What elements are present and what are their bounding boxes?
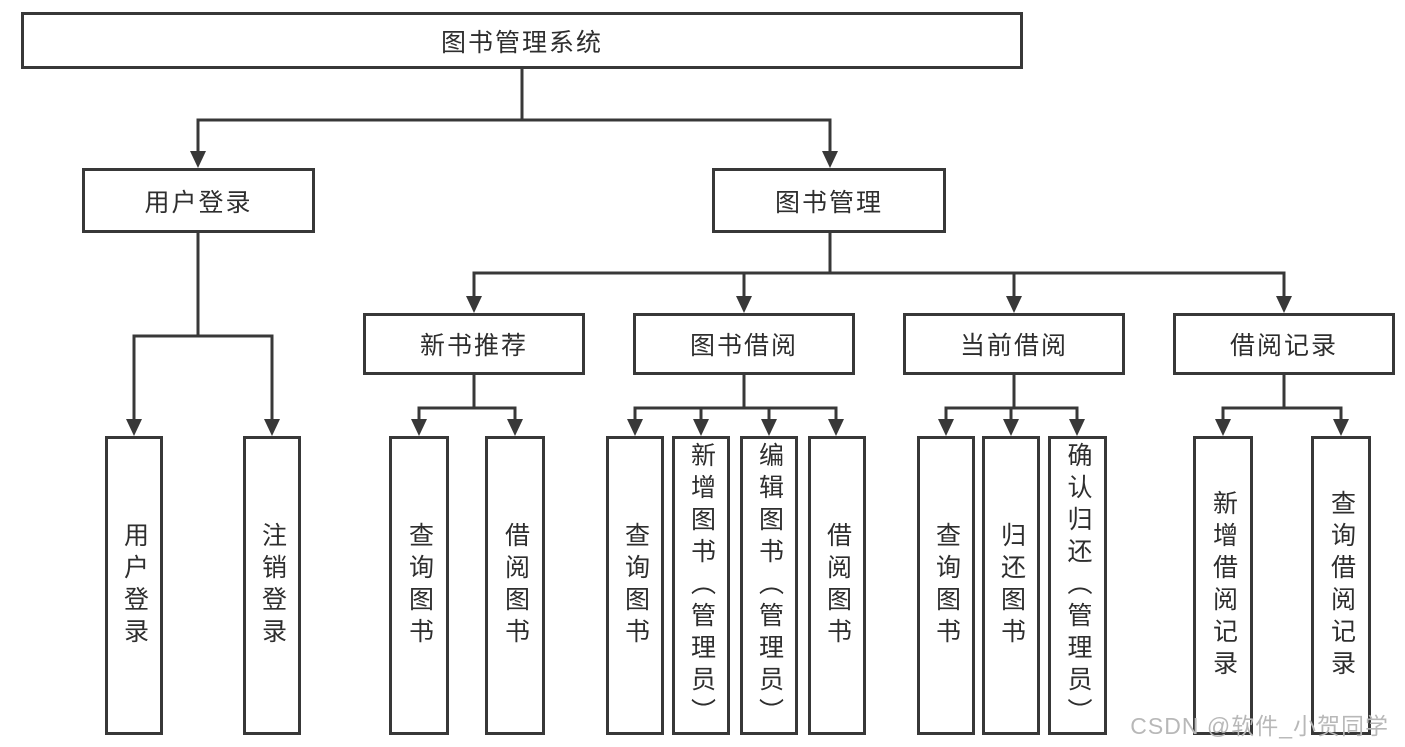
node-new-book-recommend-label: 新书推荐 [419, 332, 528, 360]
node-current-borrow: 当前借阅 [903, 313, 1125, 375]
leaf-user-login: 用户登录 [105, 436, 163, 735]
leaf-return-book-label: 归还图书 [997, 521, 1026, 650]
leaf-borrow-query-book: 查询图书 [606, 436, 664, 735]
leaf-add-book-admin-label: 新增图书（管理员） [687, 441, 716, 730]
leaf-recommend-query-book: 查询图书 [389, 436, 449, 735]
node-book-management: 图书管理 [712, 168, 946, 233]
leaf-current-query-book-label: 查询图书 [932, 521, 961, 650]
leaf-return-book: 归还图书 [982, 436, 1040, 735]
leaf-user-login-label: 用户登录 [120, 521, 149, 650]
node-book-management-label: 图书管理 [774, 188, 883, 217]
leaf-recommend-query-book-label: 查询图书 [405, 521, 434, 650]
leaf-confirm-return-admin: 确认归还（管理员） [1048, 436, 1107, 735]
leaf-borrow-query-book-label: 查询图书 [621, 521, 650, 650]
leaf-borrow-book: 借阅图书 [808, 436, 866, 735]
leaf-logout: 注销登录 [243, 436, 301, 735]
leaf-current-query-book: 查询图书 [917, 436, 975, 735]
node-new-book-recommend: 新书推荐 [363, 313, 585, 375]
arrowheads [126, 151, 1349, 436]
leaf-recommend-borrow-book: 借阅图书 [485, 436, 545, 735]
leaf-add-borrow-record-label: 新增借阅记录 [1209, 489, 1238, 682]
node-book-borrow: 图书借阅 [633, 313, 855, 375]
leaf-recommend-borrow-book-label: 借阅图书 [501, 521, 530, 650]
node-book-borrow-label: 图书借阅 [689, 332, 798, 360]
node-borrow-record: 借阅记录 [1173, 313, 1395, 375]
csdn-watermark: CSDN @软件_小贺同学 [1130, 713, 1389, 739]
node-root: 图书管理系统 [21, 12, 1023, 69]
leaf-logout-label: 注销登录 [258, 521, 287, 650]
leaf-add-borrow-record: 新增借阅记录 [1193, 436, 1253, 735]
node-current-borrow-label: 当前借阅 [959, 332, 1068, 360]
leaf-add-book-admin: 新增图书（管理员） [672, 436, 730, 735]
node-borrow-record-label: 借阅记录 [1229, 332, 1338, 360]
leaf-query-borrow-record-label: 查询借阅记录 [1327, 489, 1356, 682]
node-user-login-label: 用户登录 [144, 188, 253, 217]
leaf-query-borrow-record: 查询借阅记录 [1311, 436, 1371, 735]
leaf-edit-book-admin-label: 编辑图书（管理员） [755, 441, 784, 730]
leaf-confirm-return-admin-label: 确认归还（管理员） [1064, 441, 1092, 730]
leaf-edit-book-admin: 编辑图书（管理员） [740, 436, 798, 735]
leaf-borrow-book-label: 借阅图书 [823, 521, 852, 650]
node-root-label: 图书管理系统 [440, 28, 603, 57]
node-user-login: 用户登录 [82, 168, 315, 233]
